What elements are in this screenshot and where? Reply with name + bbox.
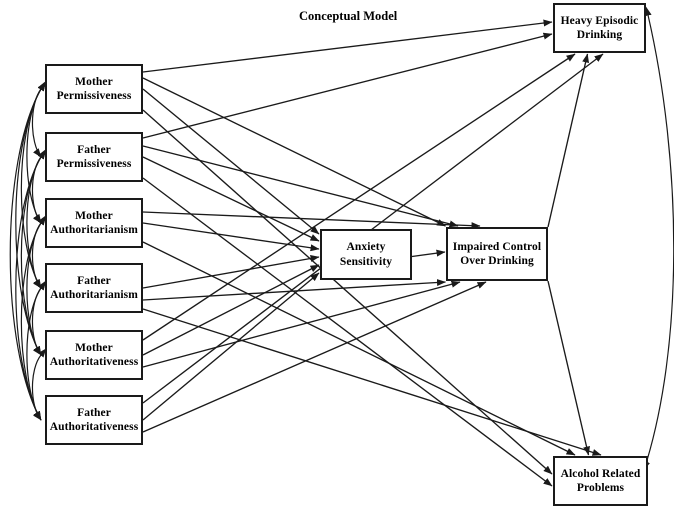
- node-label: Impaired Control Over Drinking: [452, 240, 542, 267]
- node-mother-permissiveness: Mother Permissiveness: [45, 64, 143, 114]
- correlation-arc-hed-arp: [643, 6, 674, 471]
- node-father-authoritativeness: Father Authoritativeness: [45, 395, 143, 445]
- edge-mother-permissiveness-to-alcohol-related-problems: [142, 109, 553, 475]
- correlation-arc: [31, 216, 47, 289]
- node-label: Mother Authoritarianism: [50, 209, 138, 236]
- node-heavy-episodic-drinking: Heavy Episodic Drinking: [553, 3, 646, 53]
- node-label: Alcohol Related Problems: [560, 467, 641, 494]
- edge-father_permissiveness-to-anxiety-sensitivity: [142, 156, 320, 242]
- node-anxiety-sensitivity: Anxiety Sensitivity: [320, 229, 412, 280]
- correlation-arc: [31, 82, 47, 158]
- node-father-authoritarianism: Father Authoritarianism: [45, 263, 143, 313]
- edge-mother-authoritarianism-to-alcohol-related-problems: [142, 241, 576, 456]
- page-title: Conceptual Model: [299, 9, 398, 23]
- node-label: Father Permissiveness: [56, 143, 132, 170]
- edge-mother-authoritativeness-to-heavy-episodic-drinking: [142, 53, 576, 341]
- edge-father_authoritativeness-to-impaired-control: [142, 281, 487, 433]
- edge-father_authoritarianism-to-impaired-control: [142, 279, 446, 301]
- node-mother-authoritativeness: Mother Authoritativeness: [45, 330, 143, 380]
- edge-father_authoritativeness-to-anxiety-sensitivity: [142, 272, 320, 421]
- edge-father-authoritativeness-to-heavy-episodic-drinking: [142, 53, 604, 404]
- edge-father_authoritarianism-to-anxiety-sensitivity: [142, 255, 320, 289]
- edge-mother-permissiveness-to-heavy-episodic-drinking: [142, 19, 553, 73]
- edge-father-permissiveness-to-alcohol-related-problems: [142, 177, 553, 487]
- edge-mother_authoritativeness-to-impaired-control: [142, 280, 461, 368]
- edge-mother_authoritativeness-to-anxiety-sensitivity: [142, 264, 320, 356]
- correlation-arc: [20, 215, 46, 421]
- node-label: Anxiety Sensitivity: [339, 241, 393, 268]
- node-alcohol-related-problems: Alcohol Related Problems: [553, 456, 648, 506]
- edge-mother_permissiveness-to-anxiety-sensitivity: [142, 88, 320, 235]
- node-label: Mother Authoritativeness: [49, 341, 139, 368]
- edge-mother_authoritarianism-to-impaired-control: [142, 211, 481, 230]
- edge-mother_permissiveness-to-impaired-control: [142, 77, 446, 227]
- correlation-arc: [31, 150, 47, 224]
- node-father-permissiveness: Father Permissiveness: [45, 132, 143, 182]
- correlation-arc-group: [9, 6, 674, 471]
- edge-mother_authoritarianism-to-anxiety-sensitivity: [142, 222, 320, 252]
- node-mother-authoritarianism: Mother Authoritarianism: [45, 198, 143, 248]
- node-label: Father Authoritarianism: [50, 274, 138, 301]
- edge-father-authoritarianism-to-alcohol-related-problems: [142, 308, 602, 456]
- node-label: Father Authoritativeness: [49, 406, 139, 433]
- node-label: Mother Permissiveness: [56, 75, 132, 102]
- edge-impaired-control-to-alcohol-related-problems: [547, 280, 590, 456]
- correlation-arc: [31, 348, 47, 421]
- edge-group: [142, 19, 604, 487]
- correlation-arc: [31, 281, 47, 356]
- edge-anxiety-sensitivity-to-impaired-control: [411, 249, 446, 258]
- correlation-arc: [20, 149, 46, 356]
- node-label: Heavy Episodic Drinking: [560, 14, 639, 41]
- correlation-arc: [20, 81, 46, 289]
- edge-father_permissiveness-to-impaired-control: [142, 145, 459, 228]
- node-impaired-control: Impaired Control Over Drinking: [446, 227, 548, 281]
- edge-father-permissiveness-to-heavy-episodic-drinking: [142, 32, 553, 139]
- edge-impaired-control-to-heavy-episodic-drinking: [547, 53, 590, 228]
